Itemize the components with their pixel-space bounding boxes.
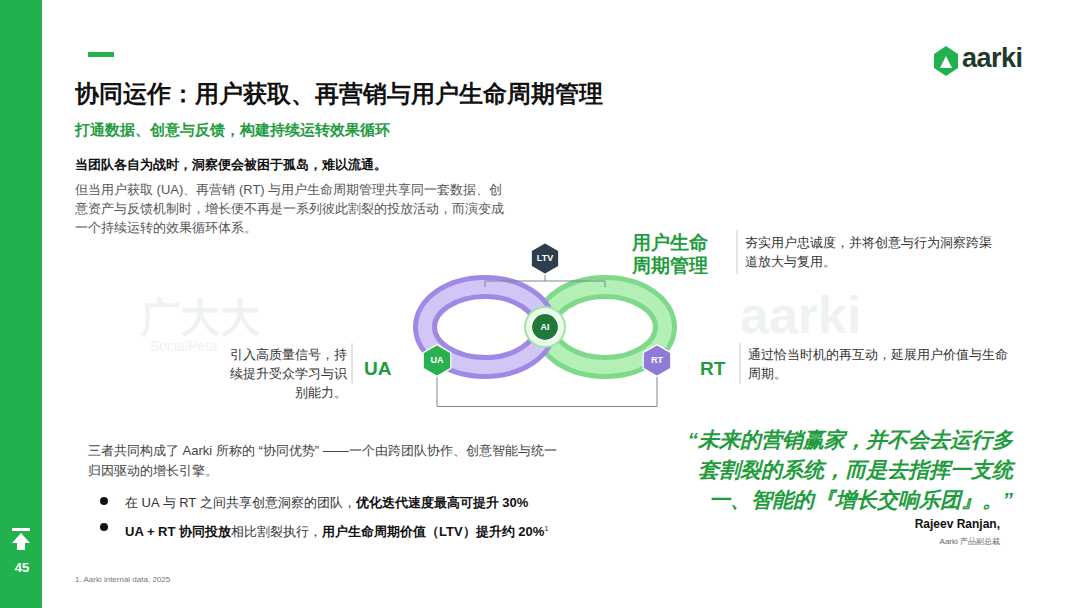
- summary-text: 三者共同构成了 Aarki 所称的 “协同优势” ——一个由跨团队协作、创意智能…: [88, 441, 568, 481]
- bullet-run: 用户生命周期价值（LTV）提升约 20%: [322, 524, 544, 539]
- lcm-desc: 夯实用户忠诚度，并将创意与行为洞察跨渠道放大与复用。: [745, 233, 1000, 271]
- quote-author: Rajeev Ranjan,: [850, 517, 1000, 531]
- bullet-run: 1: [544, 524, 548, 533]
- rt-desc: 通过恰当时机的再互动，延展用户价值与生命周期。: [748, 345, 1013, 383]
- watermark: aarki: [740, 285, 861, 345]
- connector: [437, 377, 657, 407]
- subtitle: 打通数据、创意与反馈，构建持续运转效果循环: [75, 121, 390, 140]
- footnote: 1. Aarki internal data, 2025: [75, 575, 170, 584]
- hex-node: UA: [422, 344, 452, 377]
- page-number: 45: [10, 560, 34, 575]
- node-label: RT: [651, 356, 663, 365]
- hex-node: RT: [642, 344, 672, 377]
- node-label: UA: [431, 356, 444, 365]
- author-title: Aarki 产品副总裁: [850, 536, 1000, 547]
- lead-text: 当团队各自为战时，洞察便会被困于孤岛，难以流通。: [75, 156, 387, 174]
- bullet-item: UA + RT 协同投放相比割裂执行，用户生命周期价值（LTV）提升约 20%1: [125, 519, 565, 542]
- logo-text: aarki: [962, 43, 1023, 74]
- bullet-item: 在 UA 与 RT 之间共享创意洞察的团队，优化迭代速度最高可提升 30%: [125, 493, 565, 513]
- logo-icon: [934, 46, 958, 76]
- up-icon: [12, 528, 30, 550]
- node-label: AI: [541, 323, 550, 332]
- bullet-run: 在 UA 与 RT 之间共享创意洞察的团队，: [125, 495, 356, 510]
- bullet-run: UA + RT 协同投放: [125, 524, 231, 539]
- hex-node: LTV: [530, 242, 560, 275]
- watermark: SocialPeta: [150, 338, 217, 354]
- logo-icon-mark: [940, 56, 952, 68]
- lcm-heading: 用户生命周期管理: [632, 231, 718, 277]
- ua-heading: UA: [364, 358, 391, 380]
- leader-lines: [352, 230, 740, 384]
- accent-dash: [88, 52, 114, 57]
- bullet-dots: [100, 497, 108, 531]
- ai-circle: AI: [531, 313, 559, 341]
- side-bar: [0, 0, 42, 608]
- node-label: LTV: [537, 254, 553, 263]
- slide-title: 协同运作：用户获取、再营销与用户生命周期管理: [75, 78, 603, 110]
- infinity-loop: [425, 287, 665, 367]
- ua-desc: 引入高质量信号，持续提升受众学习与识别能力。: [225, 345, 347, 402]
- watermark: 广大大: [140, 290, 260, 345]
- body-text: 但当用户获取 (UA)、再营销 (RT) 与用户生命周期管理共享同一套数据、创意…: [75, 180, 515, 237]
- rt-heading: RT: [700, 358, 725, 380]
- quote-text: “未来的营销赢家，并不会去运行多套割裂的系统，而是去指挥一支统一、智能的『增长交…: [668, 425, 1013, 515]
- bullet-run: 优化迭代速度最高可提升 30%: [356, 495, 529, 510]
- bullet-run: 相比割裂执行，: [231, 524, 322, 539]
